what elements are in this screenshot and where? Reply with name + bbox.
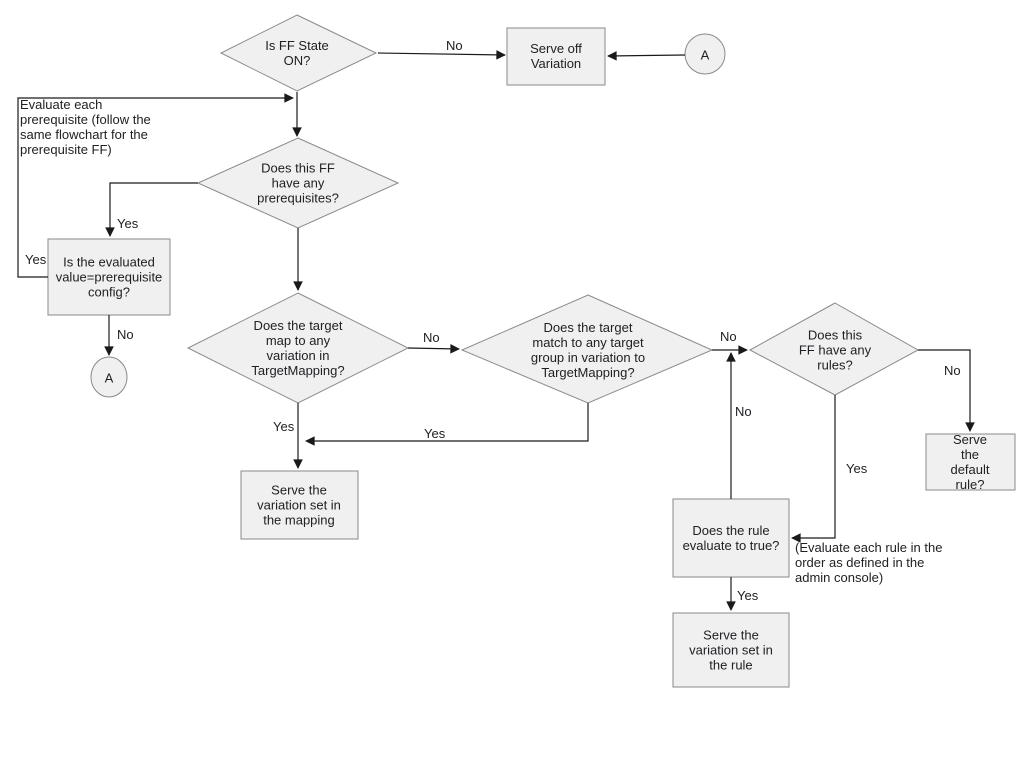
edge-label-targetgroup-no: No <box>720 329 737 344</box>
edge-ffstate-no <box>377 50 506 60</box>
edge-prerequisites-yes <box>105 182 198 237</box>
edge-label-targetmap-no: No <box>423 330 440 345</box>
serve-default-rule-label: Serve the default rule? <box>950 432 990 492</box>
edge-targetmap-no <box>407 344 460 354</box>
decision-target-group-label: Does the target match to any target grou… <box>530 320 646 380</box>
edge-rules-no <box>918 349 975 432</box>
connector-a-top-label: A <box>700 47 710 63</box>
serve-mapping-box <box>240 470 359 540</box>
edge-label-eval-loop-yes: Yes <box>25 252 47 267</box>
connector-a-bottom-circle <box>90 356 128 398</box>
rule-order-note: (Evaluate each rule in the order as defi… <box>795 540 943 585</box>
connector-a-bottom-label: A <box>104 370 114 386</box>
serve-off-variation-box <box>506 27 606 86</box>
edge-label-eval-no: No <box>117 327 134 342</box>
edge-eval-yes-loop <box>17 93 294 278</box>
edge-a-to-serveoff <box>607 51 686 61</box>
edge-targetgroup-yes <box>305 403 589 446</box>
evaluated-value-box <box>47 238 171 316</box>
connector-a-top-circle <box>684 33 726 75</box>
serve-rule-box <box>672 612 790 688</box>
decision-prerequisites-label: Does this FF have any prerequisites? <box>257 160 339 206</box>
serve-mapping-label: Serve the variation set in the mapping <box>257 482 341 528</box>
edge-label-ffstate-no: No <box>446 38 463 53</box>
edge-label-targetgroup-yes: Yes <box>424 426 446 441</box>
edge-label-ruleeval-no: No <box>735 404 752 419</box>
decision-ff-state-label: Is FF State ON? <box>265 38 329 68</box>
decision-target-map-label: Does the target map to any variation in … <box>251 318 345 378</box>
edge-label-rules-no: No <box>944 363 961 378</box>
edge-label-prereq-yes: Yes <box>117 216 139 231</box>
serve-rule-label: Serve the variation set in the rule <box>689 627 773 673</box>
decision-rules-label: Does this FF have any rules? <box>798 327 872 373</box>
evaluated-value-label: Is the evaluated value=prerequisite conf… <box>55 254 163 300</box>
edge-label-targetmap-yes: Yes <box>273 419 295 434</box>
edge-rules-yes <box>791 395 836 543</box>
serve-default-rule-box <box>925 433 1016 491</box>
decision-ff-state-diamond <box>219 14 378 92</box>
edge-label-ruleeval-yes: Yes <box>737 588 759 603</box>
rule-evaluates-label: Does the rule evaluate to true? <box>682 523 780 553</box>
edge-label-rules-yes: Yes <box>846 461 868 476</box>
serve-off-variation-label: Serve off Variation <box>530 41 582 71</box>
prerequisite-note: Evaluate each prerequisite (follow the s… <box>20 97 151 157</box>
